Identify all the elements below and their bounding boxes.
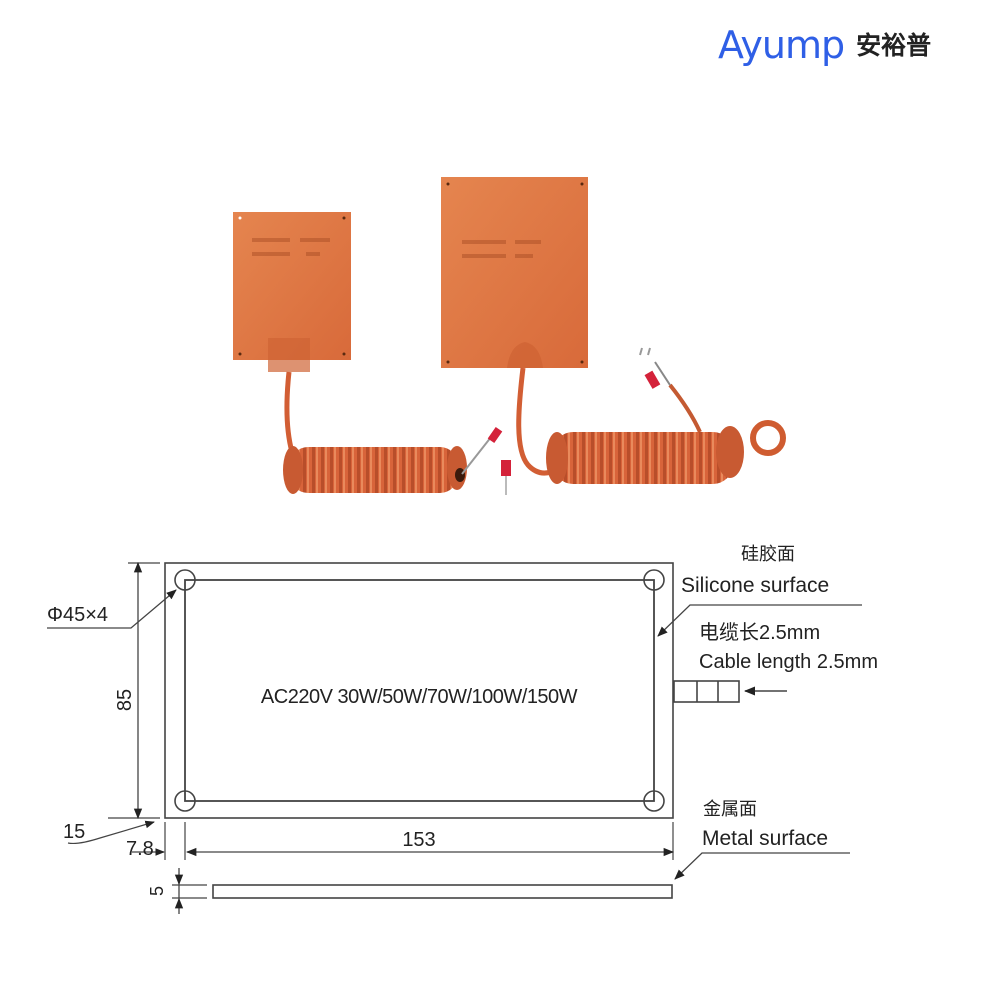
thickness-label: 5: [147, 886, 167, 896]
mounting-hole: [174, 790, 196, 812]
silicone-surface-leader: [657, 604, 862, 637]
metal-surface-label-en: Metal surface: [702, 827, 828, 850]
margin-label-b: 7.8: [126, 838, 154, 860]
mounting-hole: [174, 569, 196, 591]
silicone-surface-label-cn: 硅胶面: [741, 544, 795, 564]
brand-name-cn: 安裕普: [856, 30, 932, 60]
mounting-hole: [643, 569, 665, 591]
small-heating-pad: [233, 212, 351, 372]
left-fork-terminals: [461, 426, 511, 495]
left-cable-coil: [283, 446, 467, 494]
width-label: 153: [402, 829, 435, 851]
heating-area-outline: [184, 579, 655, 802]
brand-logo: Ayump 安裕普: [718, 22, 931, 68]
pad-label-text: [252, 238, 330, 256]
plate-outline: [164, 562, 674, 819]
side-profile: [212, 884, 673, 899]
hole-spec-leader: [47, 589, 177, 629]
right-fork-terminals: [639, 347, 671, 389]
hole-spec-label: Φ45×4: [47, 604, 108, 626]
metal-surface-leader: [674, 852, 850, 880]
pad-label-text: [462, 240, 541, 258]
silicone-surface-label-en: Silicone surface: [681, 574, 829, 597]
metal-surface-label-cn: 金属面: [703, 799, 757, 819]
mounting-hole: [643, 790, 665, 812]
cable-connector: [673, 680, 740, 703]
cable-length-label-en: Cable length 2.5mm: [699, 651, 878, 673]
brand-name-en: Ayump: [718, 23, 845, 67]
margin-label-a: 15: [63, 821, 85, 843]
height-label: 85: [114, 689, 136, 711]
cable-length-label-cn: 电缆长2.5mm: [699, 621, 820, 644]
margin-leader: [67, 820, 155, 845]
right-cable-coil: [546, 383, 786, 484]
spec-label: AC220V 30W/50W/70W/100W/150W: [261, 686, 578, 708]
large-heating-pad: [441, 177, 588, 368]
